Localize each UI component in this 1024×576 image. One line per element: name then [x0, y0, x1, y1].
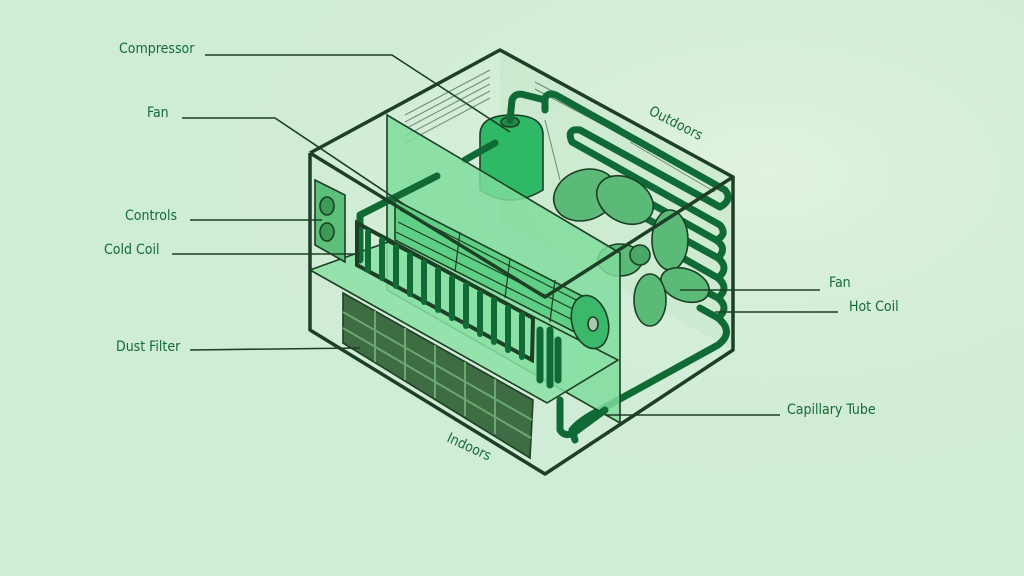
control-knob-icon	[319, 222, 335, 242]
controls	[314, 178, 346, 264]
outdoor-fan-icon	[552, 168, 710, 327]
label-controls: Controls	[125, 208, 177, 224]
leader-lines	[172, 54, 838, 416]
label-dust-filter: Dust Filter	[116, 339, 181, 355]
label-fan-indoor: Fan	[147, 105, 169, 121]
label-fan-outdoor: Fan	[829, 275, 851, 291]
cold-coil	[355, 172, 609, 439]
capillary-tube	[556, 396, 609, 439]
label-compressor: Compressor	[119, 41, 195, 57]
label-cold-coil: Cold Coil	[104, 242, 160, 258]
dust-filter	[342, 291, 534, 460]
label-capillary-tube: Capillary Tube	[787, 402, 876, 418]
control-knob-icon	[319, 196, 335, 216]
label-hot-coil: Hot Coil	[849, 299, 899, 315]
